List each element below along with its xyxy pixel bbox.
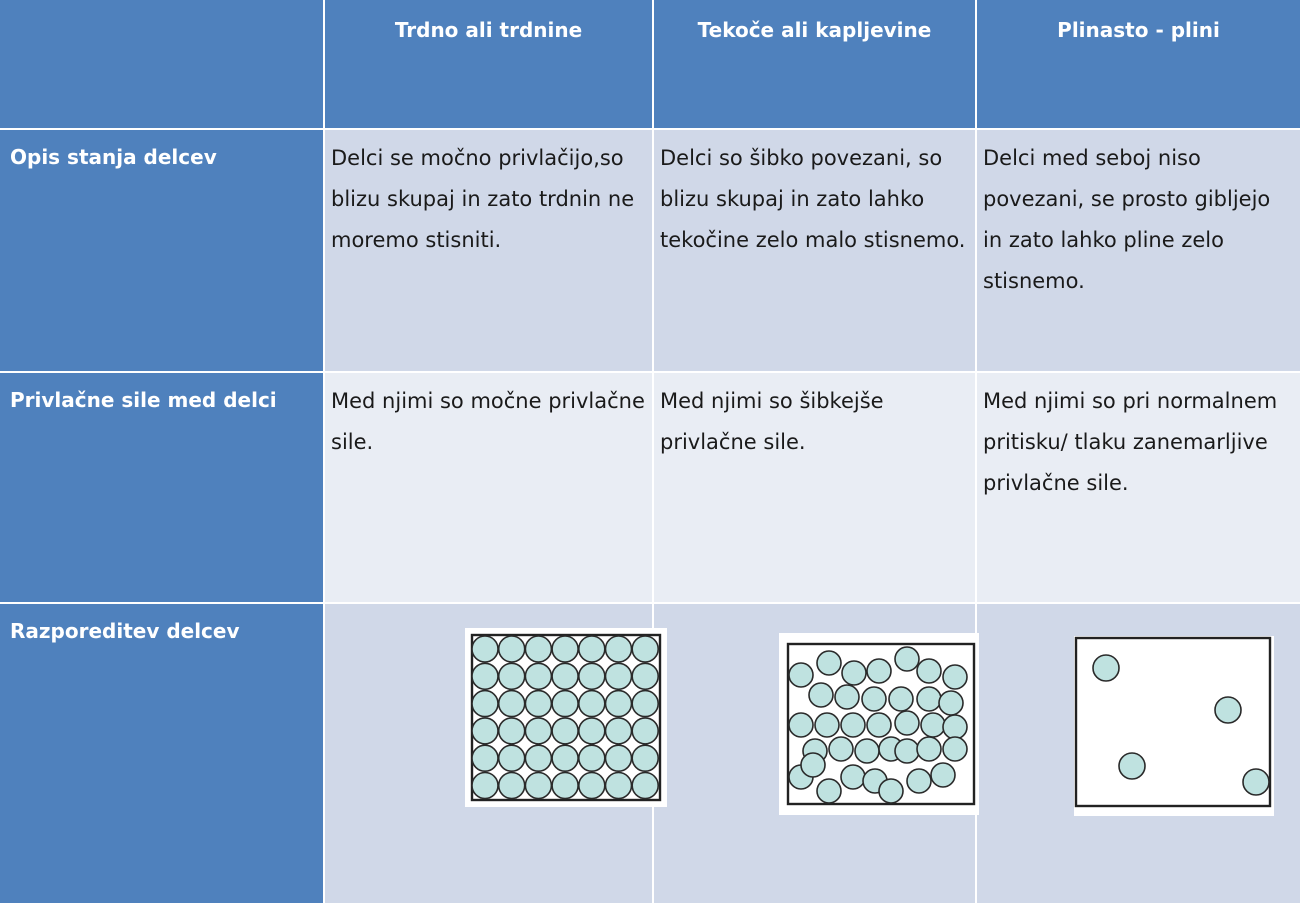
particle	[471, 635, 499, 663]
liquid-particles-diagram	[779, 633, 979, 815]
particle	[920, 712, 946, 738]
particle	[814, 712, 840, 738]
particle	[497, 689, 526, 718]
cell-attraction-liquid: Med njimi so šibkejše privlačne sile.	[654, 373, 975, 602]
particle	[788, 712, 814, 738]
particle	[788, 662, 814, 688]
solid-particles-diagram	[465, 628, 667, 807]
particle	[1092, 654, 1120, 682]
row-header-attraction: Privlačne sile med delci	[0, 373, 323, 602]
particle	[578, 689, 606, 718]
row-header-arrangement: Razporeditev delcev	[0, 604, 323, 903]
particle	[551, 662, 579, 691]
particle	[551, 771, 579, 800]
particle	[888, 686, 914, 712]
particle	[930, 762, 956, 788]
particle	[471, 771, 499, 800]
particle	[800, 752, 826, 778]
particle	[604, 662, 633, 691]
particle	[1214, 696, 1242, 724]
particle	[631, 771, 659, 800]
particle	[578, 717, 606, 745]
cell-description-gas: Delci med seboj niso povezani, se prosto…	[977, 130, 1300, 371]
particle	[840, 712, 866, 738]
particle	[471, 662, 499, 691]
header-corner-cell	[0, 0, 323, 128]
particle	[894, 738, 920, 764]
column-header-solid: Trdno ali trdnine	[325, 0, 652, 128]
particle	[471, 717, 499, 745]
particle	[604, 635, 633, 663]
particle	[1242, 768, 1270, 796]
particle	[471, 744, 499, 772]
particle	[551, 689, 579, 718]
particle	[866, 712, 892, 738]
cell-attraction-gas: Med njimi so pri normalnem pritisku/ tla…	[977, 373, 1300, 602]
particle	[1118, 752, 1146, 780]
particle	[604, 744, 633, 772]
column-header-liquid: Tekoče ali kapljevine	[654, 0, 975, 128]
particle	[604, 689, 633, 718]
cell-description-liquid: Delci so šibko povezani, so blizu skupaj…	[654, 130, 975, 371]
particle	[942, 714, 968, 740]
particle	[524, 635, 553, 663]
particle	[524, 689, 553, 718]
particle	[497, 744, 526, 772]
row-header-description: Opis stanja delcev	[0, 130, 323, 371]
particle	[524, 771, 553, 800]
particle	[841, 660, 867, 686]
particle	[631, 662, 659, 691]
particle	[604, 717, 633, 745]
particle	[866, 658, 892, 684]
particle	[497, 717, 526, 745]
cell-description-solid: Delci se močno privlačijo,so blizu skupa…	[325, 130, 652, 371]
particle	[916, 736, 942, 762]
particle	[906, 768, 932, 794]
particle	[631, 717, 659, 745]
particle	[840, 764, 866, 790]
cell-attraction-solid: Med njimi so močne privlačne sile.	[325, 373, 652, 602]
particle	[916, 686, 942, 712]
particle	[894, 646, 920, 672]
particle	[551, 744, 579, 772]
particle	[861, 686, 887, 712]
particle	[524, 662, 553, 691]
particle	[942, 664, 968, 690]
particle	[631, 689, 659, 718]
particle	[816, 650, 842, 676]
particle	[604, 771, 633, 800]
particle	[808, 682, 834, 708]
particle	[471, 689, 499, 718]
particle	[551, 635, 579, 663]
particle	[942, 736, 968, 762]
particle	[631, 635, 659, 663]
particle	[828, 736, 854, 762]
particle	[551, 717, 579, 745]
particle	[524, 717, 553, 745]
particle	[578, 635, 606, 663]
particle	[854, 738, 880, 764]
particle	[916, 658, 942, 684]
column-header-gas: Plinasto - plini	[977, 0, 1300, 128]
solid-particles-svg	[470, 633, 662, 802]
particle	[524, 744, 553, 772]
particle	[578, 662, 606, 691]
particle	[834, 684, 860, 710]
particle	[631, 744, 659, 772]
particle	[894, 710, 920, 736]
gas-particles-svg	[1074, 636, 1272, 808]
gas-particles-diagram	[1074, 636, 1274, 816]
particle	[578, 744, 606, 772]
particle	[938, 690, 964, 716]
particle	[816, 778, 842, 804]
particle	[497, 635, 526, 663]
liquid-particles-svg	[786, 642, 976, 806]
particle	[578, 771, 606, 800]
particle	[497, 662, 526, 691]
particle	[497, 771, 526, 800]
particle	[878, 778, 904, 804]
